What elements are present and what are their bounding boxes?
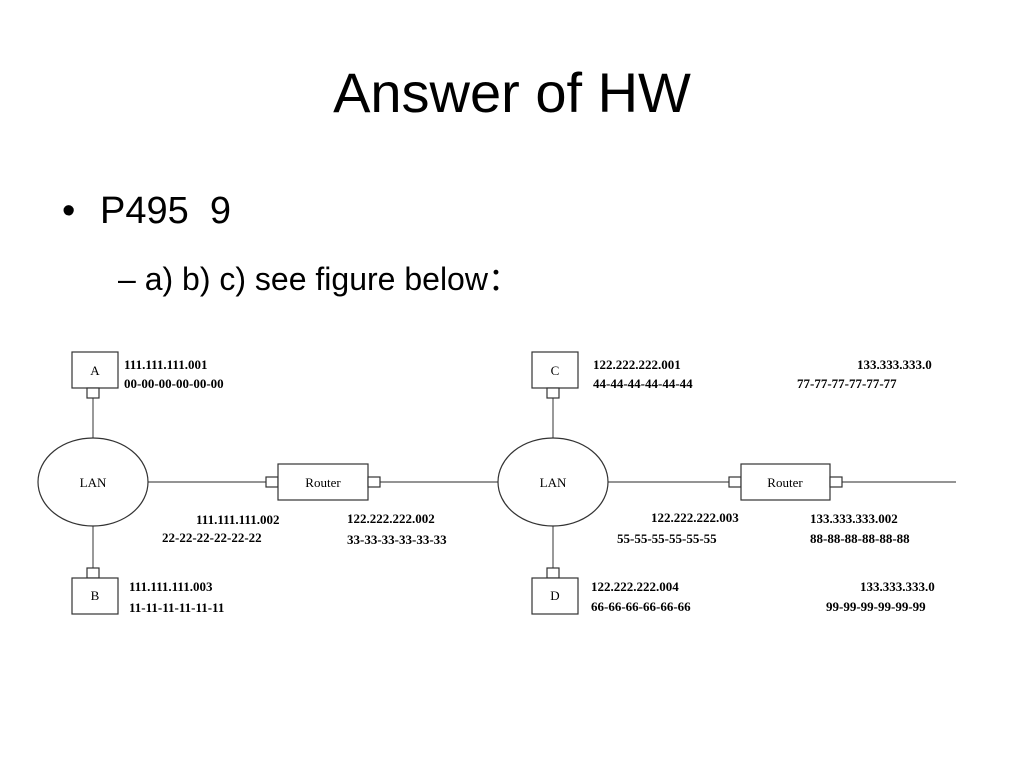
host-c-port <box>546 387 560 399</box>
lan-1-label: LAN <box>80 475 107 490</box>
b-mac-label: 11-11-11-11-11-11 <box>129 600 224 615</box>
r2-right-mac-label: 88-88-88-88-88-88 <box>810 531 910 546</box>
sub-bullet-marker: – <box>118 261 136 297</box>
lan-1: LAN <box>37 437 149 527</box>
right-edge-clip: 133.333.333.0 77-77-77-77-77-77 133.333.… <box>797 357 935 614</box>
top-right-mac-label: 77-77-77-77-77-77 <box>797 376 897 391</box>
lan-1-cloud <box>37 437 149 527</box>
host-d-port <box>546 567 560 579</box>
bullet-item: • P495 9 <box>62 190 231 233</box>
sub-bullet-text: a) b) c) see figure below： <box>144 261 520 297</box>
b-ip-label: 111.111.111.003 <box>129 579 213 594</box>
d-ip-label: 122.222.222.004 <box>591 579 679 594</box>
bottom-right-ip-label: 133.333.333.0 <box>860 579 935 594</box>
top-right-ip-label: 133.333.333.0 <box>857 357 932 372</box>
host-c-label: C <box>551 363 560 378</box>
router-2-label: Router <box>767 475 803 490</box>
router-2-left-port <box>728 476 742 488</box>
router-2-box <box>740 463 831 501</box>
bullet-text: P495 9 <box>100 190 231 232</box>
c-ip-label: 122.222.222.001 <box>593 357 681 372</box>
router-1-right-port <box>367 476 381 488</box>
router-2-right-port <box>829 476 843 488</box>
router-2: Router <box>728 463 843 501</box>
host-b-label: B <box>91 588 100 603</box>
c-mac-label: 44-44-44-44-44-44 <box>593 376 693 391</box>
lan-2: LAN <box>497 437 609 527</box>
lan-2-cloud <box>497 437 609 527</box>
a-mac-label: 00-00-00-00-00-00 <box>124 376 224 391</box>
slide-title: Answer of HW <box>333 61 691 124</box>
router-1-label: Router <box>305 475 341 490</box>
host-d-label: D <box>550 588 559 603</box>
r1-left-ip-label: 111.111.111.002 <box>196 512 279 527</box>
r2-left-ip-label: 122.222.222.003 <box>651 510 739 525</box>
sub-bullet-item: – a) b) c) see figure below： <box>118 254 520 300</box>
r2-right-ip-label: 133.333.333.002 <box>810 511 898 526</box>
host-b: B <box>71 567 119 615</box>
network-diagram: A B LAN Router C D <box>37 351 956 615</box>
r1-right-ip-label: 122.222.222.002 <box>347 511 435 526</box>
host-a-box <box>71 351 119 389</box>
d-mac-label: 66-66-66-66-66-66 <box>591 599 691 614</box>
host-a-label: A <box>90 363 100 378</box>
r2-left-mac-label: 55-55-55-55-55-55 <box>617 531 717 546</box>
router-1-left-port <box>265 476 279 488</box>
bullet-marker: • <box>62 190 76 232</box>
host-b-box <box>71 577 119 615</box>
host-c: C <box>531 351 579 399</box>
bottom-right-mac-label: 99-99-99-99-99-99 <box>826 599 926 614</box>
host-d: D <box>531 567 579 615</box>
host-a-port <box>86 387 100 399</box>
lan-2-label: LAN <box>540 475 567 490</box>
r1-left-mac-label: 22-22-22-22-22-22 <box>162 530 262 545</box>
host-c-box <box>531 351 579 389</box>
host-d-box <box>531 577 579 615</box>
r1-right-mac-label: 33-33-33-33-33-33 <box>347 532 447 547</box>
router-1: Router <box>265 463 381 501</box>
host-a: A <box>71 351 119 399</box>
host-b-port <box>86 567 100 579</box>
a-ip-label: 111.111.111.001 <box>124 357 207 372</box>
